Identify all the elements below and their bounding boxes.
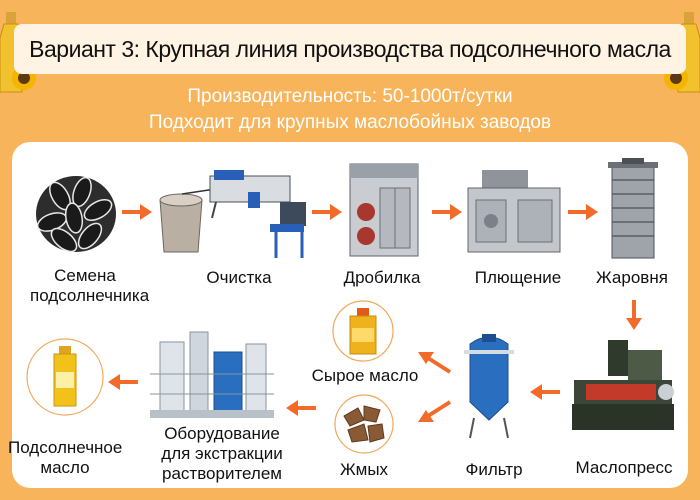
crusher-machine-icon: [349, 163, 419, 257]
arrow-down-left-icon: [418, 400, 452, 422]
flaking-machine-icon: [467, 170, 561, 253]
arrow-left-icon: [286, 400, 316, 416]
arrow-left-icon: [108, 374, 138, 390]
label-crusher: Дробилка: [343, 268, 421, 287]
label-crude-oil: Сырое масло: [311, 366, 419, 385]
label-seeds: Семена подсолнечника: [30, 266, 150, 305]
cleaning-machine-icon: [159, 170, 306, 258]
arrow-right-icon: [432, 204, 462, 220]
solvent-extraction-plant-icon: [150, 331, 274, 418]
label-extraction: Оборудование для экстракции растворителе…: [161, 424, 283, 483]
filter-tank-icon: [464, 334, 514, 439]
arrow-right-icon: [312, 204, 342, 220]
arrow-left-icon: [530, 384, 560, 400]
capacity-subtitle: Производительность: 50-1000т/сутки: [187, 86, 513, 107]
arrow-down-icon: [626, 300, 642, 330]
label-flaking: Плющение: [474, 268, 562, 287]
arrow-right-icon: [122, 204, 152, 220]
label-filter: Фильтр: [465, 460, 523, 479]
cake-meal-icon: [334, 394, 394, 454]
cooker-tower-icon: [608, 158, 658, 259]
crude-oil-bottle-icon: [332, 300, 394, 362]
label-press: Маслопресс: [575, 458, 673, 477]
oil-press-icon: [572, 340, 674, 430]
sunflower-seeds-icon: [36, 176, 116, 253]
label-cleaning: Очистка: [206, 268, 272, 287]
label-cake: Жмых: [339, 460, 389, 479]
page-title: Вариант 3: Крупная линия производства по…: [14, 24, 686, 74]
arrow-up-left-icon: [418, 352, 452, 374]
label-cooker: Жаровня: [596, 268, 668, 287]
sunflower-oil-bottle-icon: [26, 338, 104, 416]
label-sunflower-oil: Подсолнечное масло: [8, 438, 123, 477]
usage-subtitle: Подходит для крупных маслобойных заводов: [148, 112, 552, 133]
arrow-right-icon: [568, 204, 598, 220]
